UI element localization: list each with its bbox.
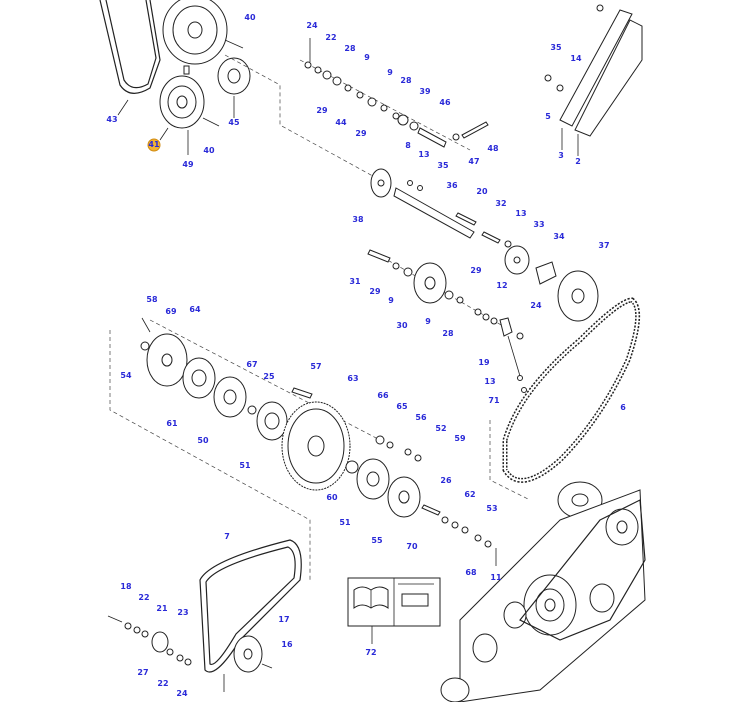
part-callout-24: 24 [306, 21, 318, 30]
part-callout-68: 68 [465, 568, 477, 577]
part-callout-29: 29 [470, 266, 482, 275]
part-callout-20: 20 [476, 187, 488, 196]
part-callout-51: 51 [239, 461, 251, 470]
part-callout-66: 66 [377, 391, 389, 400]
part-callout-28: 28 [442, 329, 454, 338]
part-callout-70: 70 [406, 542, 418, 551]
part-callout-9: 9 [388, 296, 394, 305]
part-callout-8: 8 [405, 141, 411, 150]
part-callout-62: 62 [464, 490, 475, 499]
lower-belt-assembly [107, 539, 302, 692]
part-callout-36: 36 [446, 181, 458, 190]
part-callout-45: 45 [228, 118, 240, 127]
part-callout-71: 71 [488, 396, 500, 405]
part-callout-28: 28 [344, 44, 356, 53]
part-callout-24: 24 [530, 301, 542, 310]
part-callout-55: 55 [371, 536, 383, 545]
part-callout-13: 13 [515, 209, 526, 218]
part-callout-49: 49 [182, 160, 194, 169]
part-callout-46: 46 [439, 98, 451, 107]
part-callout-61: 61 [166, 419, 178, 428]
part-callout-18: 18 [120, 582, 132, 591]
part-callout-24: 24 [176, 689, 188, 698]
main-drive-housing [440, 481, 646, 702]
part-callout-58: 58 [146, 295, 158, 304]
part-callout-65: 65 [396, 402, 408, 411]
part-callout-13: 13 [418, 150, 429, 159]
part-callout-19: 19 [478, 358, 490, 367]
part-callout-60: 60 [326, 493, 338, 502]
part-callout-30: 30 [396, 321, 408, 330]
part-callout-12: 12 [496, 281, 507, 290]
part-callout-50: 50 [197, 436, 209, 445]
part-callout-9: 9 [425, 317, 431, 326]
part-callout-23: 23 [177, 608, 188, 617]
part-callout-13: 13 [484, 377, 495, 386]
lower-disc-assembly [109, 317, 531, 580]
part-callout-31: 31 [349, 277, 361, 286]
part-callout-14: 14 [570, 54, 582, 63]
part-callout-64: 64 [189, 305, 201, 314]
part-callout-40: 40 [203, 146, 215, 155]
part-callout-21: 21 [156, 604, 168, 613]
pulley-belt-assembly [99, 0, 251, 155]
part-callout-41: 41 [148, 140, 160, 149]
part-callout-72: 72 [365, 648, 376, 657]
part-callout-29: 29 [316, 106, 328, 115]
part-callout-22: 22 [325, 33, 336, 42]
part-callout-48: 48 [487, 144, 499, 153]
part-callout-26: 26 [440, 476, 452, 485]
part-callout-63: 63 [347, 374, 358, 383]
part-callout-35: 35 [437, 161, 449, 170]
part-callout-43: 43 [106, 115, 117, 124]
part-callout-67: 67 [246, 360, 257, 369]
part-callout-38: 38 [352, 215, 364, 224]
part-callout-22: 22 [138, 593, 149, 602]
part-callout-7: 7 [224, 532, 230, 541]
part-callout-69: 69 [165, 307, 177, 316]
part-callout-27: 27 [137, 668, 148, 677]
part-callout-25: 25 [263, 372, 275, 381]
part-callout-34: 34 [553, 232, 565, 241]
part-callout-39: 39 [419, 87, 431, 96]
part-callout-47: 47 [468, 157, 479, 166]
part-callout-17: 17 [278, 615, 289, 624]
callout-labels: 4024222899283946484729442981335362032133… [106, 13, 626, 698]
part-callout-56: 56 [415, 413, 427, 422]
side-bracket [544, 4, 643, 156]
part-callout-22: 22 [157, 679, 168, 688]
part-callout-35: 35 [550, 43, 562, 52]
part-callout-40: 40 [244, 13, 256, 22]
part-callout-51: 51 [339, 518, 351, 527]
part-callout-57: 57 [310, 362, 321, 371]
part-callout-37: 37 [598, 241, 609, 250]
part-callout-9: 9 [387, 68, 393, 77]
part-callout-5: 5 [545, 112, 551, 121]
part-callout-33: 33 [533, 220, 544, 229]
tool-icon [401, 593, 429, 607]
part-callout-29: 29 [355, 129, 367, 138]
part-callout-53: 53 [486, 504, 497, 513]
part-callout-11: 11 [490, 573, 502, 582]
part-callout-2: 2 [575, 157, 581, 166]
part-callout-9: 9 [364, 53, 370, 62]
part-callout-44: 44 [335, 118, 347, 127]
drive-chain [502, 297, 641, 483]
part-callout-6: 6 [620, 403, 626, 412]
mid-sprocket-assembly [367, 249, 527, 393]
part-callout-16: 16 [281, 640, 293, 649]
part-callout-28: 28 [400, 76, 412, 85]
part-callout-3: 3 [558, 151, 564, 160]
part-callout-32: 32 [495, 199, 506, 208]
part-callout-29: 29 [369, 287, 381, 296]
part-callout-52: 52 [435, 424, 446, 433]
part-callout-54: 54 [120, 371, 132, 380]
reference-box [347, 577, 441, 644]
part-callout-59: 59 [454, 434, 466, 443]
upper-shaft-assembly [224, 38, 599, 322]
